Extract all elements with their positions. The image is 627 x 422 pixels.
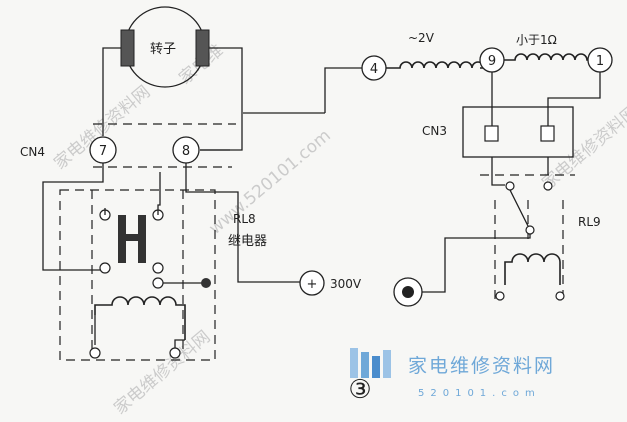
- watermark-diagonal-4: 家电维修资料网: [538, 102, 627, 194]
- motor-brush-right: [195, 29, 210, 67]
- rl9-coil-terminal-1: [495, 291, 505, 301]
- rl9-label: RL9: [578, 215, 601, 229]
- cn3-block: [462, 106, 574, 158]
- motor: 转子: [120, 6, 210, 88]
- wire-t1-to-cn3: [547, 72, 601, 130]
- figure-number: ③: [348, 375, 371, 405]
- rl9-contact-leads: [491, 157, 549, 186]
- motor-brush-left: [120, 29, 135, 67]
- relay-rl9: [412, 157, 575, 301]
- wire-t8-to-300v: [185, 163, 300, 283]
- brand-watermark: 家电维修资料网 520101.com: [350, 348, 555, 399]
- coil-2v: [386, 61, 485, 69]
- rl8-armature-bar: [118, 234, 146, 241]
- rl9-switch-blade: [509, 189, 529, 227]
- rl9-contact-2: [543, 181, 553, 191]
- cn3-label: CN3: [422, 124, 447, 138]
- relay-rl8: [59, 172, 216, 361]
- rl9-outline: [480, 174, 575, 300]
- wire-rl9-to-ground: [412, 234, 531, 293]
- rl8-outline: [59, 189, 216, 361]
- watermark-diagonal-3: 家电维修资料网: [110, 327, 214, 419]
- cn4-label: CN4: [20, 145, 45, 159]
- supply-label: 300V: [330, 277, 362, 291]
- brand-watermark-text: 家电维修资料网: [408, 355, 555, 377]
- wire-t7-to-rl8: [42, 163, 105, 271]
- rl8-contact-4: [152, 262, 164, 274]
- brand-watermark-url: 520101.com: [418, 388, 541, 399]
- rl8-contact-leads: [104, 172, 161, 215]
- cn3-pin-1: [484, 125, 499, 142]
- terminal-8-label: 8: [182, 144, 190, 159]
- brand-logo-icon: [350, 348, 391, 378]
- rl8-description: 继电器: [228, 234, 267, 249]
- rl8-label: RL8: [233, 212, 256, 226]
- terminal-9-label: 9: [488, 54, 496, 69]
- rl9-coil: [504, 253, 561, 285]
- cn3-pin-2: [540, 125, 555, 142]
- rl9-common-contact: [525, 225, 535, 235]
- rl8-inner-dashes: [91, 190, 184, 355]
- motor-label: 转子: [150, 42, 176, 57]
- rl8-coil-terminal-1: [89, 347, 101, 359]
- supply-plus: +: [307, 277, 318, 292]
- junction-dot: [201, 278, 211, 288]
- rl8-contact-3: [99, 262, 111, 274]
- supply-terminal: [299, 270, 325, 296]
- ground-terminal-core: [402, 286, 414, 298]
- watermark-diagonal-2: www.520101.com: [205, 126, 334, 239]
- terminal-1-label: 1: [596, 54, 604, 69]
- rl9-coil-terminal-2: [555, 291, 565, 301]
- wire-to-t4: [324, 67, 362, 113]
- coil-2v-label: ~2V: [408, 31, 435, 45]
- terminal-4-label: 4: [370, 62, 378, 77]
- rl8-coil-terminal-2: [169, 347, 181, 359]
- rl8-coil: [94, 296, 186, 340]
- rl9-contact-1: [505, 181, 515, 191]
- rl8-coil-lead-right: [174, 339, 185, 348]
- coil-1ohm: [504, 53, 588, 61]
- terminal-7-label: 7: [99, 144, 107, 159]
- wire-motor-to-t7: [102, 47, 121, 136]
- coil-1ohm-label: 小于1Ω: [516, 33, 557, 47]
- rl8-contact-5: [152, 277, 164, 289]
